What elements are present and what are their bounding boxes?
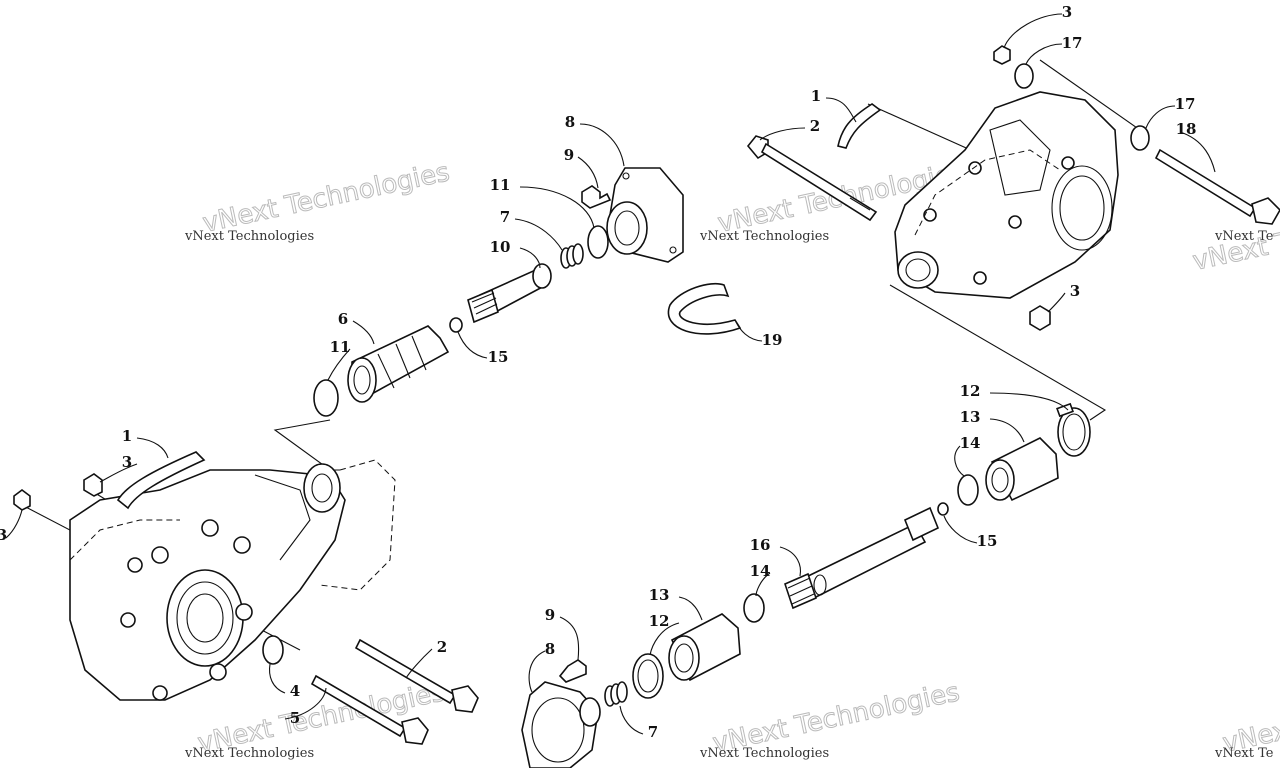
callout-2-30: 2 <box>437 638 447 656</box>
bolt-9-upper <box>581 185 612 209</box>
spring-upper <box>560 243 584 269</box>
callout-9-28: 9 <box>545 606 555 624</box>
clamp-14-lower <box>743 593 765 623</box>
callout-8-29: 8 <box>545 640 555 658</box>
callout-7-33: 7 <box>648 723 658 741</box>
callout-3-22: 3 <box>122 453 132 471</box>
nut-bottom <box>83 473 103 497</box>
callout-7-11: 7 <box>500 208 510 226</box>
callout-1-3: 1 <box>811 87 821 105</box>
boot-6 <box>347 325 450 403</box>
callout-6-13: 6 <box>338 310 348 328</box>
bolt-9-lower <box>558 659 587 683</box>
bolt-18 <box>1154 148 1280 225</box>
callout-16-24: 16 <box>750 536 771 554</box>
watermark-6-small: vNext Te <box>1214 746 1274 761</box>
callout-18-6: 18 <box>1176 120 1197 138</box>
clamp-12-lower <box>632 653 664 699</box>
flange-housing-lower <box>521 681 601 768</box>
callout-17-2: 17 <box>1062 34 1083 52</box>
o-ring-upper <box>587 225 609 259</box>
callout-5-32: 5 <box>290 709 300 727</box>
watermark-1-small: vNext Technologies <box>184 229 314 244</box>
flange-housing-upper <box>606 167 684 263</box>
callout-15-20: 15 <box>977 532 998 550</box>
leader-lines <box>5 13 1216 735</box>
callout-12-17: 12 <box>960 382 981 400</box>
callout-17-5: 17 <box>1175 95 1196 113</box>
bushing-right <box>1130 125 1150 151</box>
watermark-4-small: vNext Technologies <box>184 746 314 761</box>
callout-3-7: 3 <box>1070 282 1080 300</box>
long-bolt-top <box>746 135 878 222</box>
boot-13-right <box>985 437 1059 502</box>
vent-hose-bottom <box>116 451 206 510</box>
watermark-1-big: vNext Technologies <box>200 157 452 239</box>
hose-clip-19 <box>667 282 742 335</box>
callout-numbers: 3171217183891171061115191213141513316141… <box>0 3 1196 741</box>
callout-8-8: 8 <box>565 113 575 131</box>
callout-12-27: 12 <box>649 612 670 630</box>
bushing-4 <box>262 635 284 665</box>
pin-15-lower <box>937 502 949 516</box>
callout-19-16: 19 <box>762 331 783 349</box>
watermark-3-small: vNext Te <box>1214 229 1274 244</box>
vent-hose-top <box>837 103 882 149</box>
callout-2-4: 2 <box>810 117 820 135</box>
callout-1-21: 1 <box>122 427 132 445</box>
bushing-top <box>1014 63 1034 89</box>
callout-15-15: 15 <box>488 348 509 366</box>
clamp-12-right <box>1056 402 1091 457</box>
callout-4-31: 4 <box>290 682 300 700</box>
callout-14-25: 14 <box>750 562 771 580</box>
watermark-5: vNext Technologies vNext Technologies <box>699 677 963 761</box>
watermark-2-small: vNext Technologies <box>699 229 829 244</box>
callout-13-18: 13 <box>960 408 981 426</box>
spring-lower <box>604 681 628 707</box>
front-gearcase <box>69 459 396 701</box>
callout-10-12: 10 <box>490 238 511 256</box>
nut-top <box>993 45 1011 65</box>
boot-13-lower <box>668 613 741 682</box>
callout-11-10: 11 <box>490 176 511 194</box>
nut-far-left <box>13 489 31 511</box>
rear-gearcase <box>894 91 1119 299</box>
pin-15-upper <box>449 317 463 333</box>
watermark-6: vNext Technologies vNext Te <box>1214 677 1280 761</box>
nut-lower-right <box>1029 305 1051 331</box>
callout-14-19: 14 <box>960 434 981 452</box>
callout-13-26: 13 <box>649 586 670 604</box>
stub-shaft-10 <box>467 263 552 324</box>
bolt-5 <box>310 674 429 745</box>
drive-shaft-16 <box>784 506 940 610</box>
callout-9-9: 9 <box>564 146 574 164</box>
watermark-5-small: vNext Technologies <box>699 746 829 761</box>
watermark-4: vNext Technologies vNext Technologies <box>184 677 448 761</box>
clamp-14-right <box>957 474 979 506</box>
callout-3-1: 3 <box>1062 3 1072 21</box>
watermark-1: vNext Technologies vNext Technologies <box>184 157 453 244</box>
o-ring-lower <box>313 379 339 417</box>
long-bolt-bottom <box>354 638 479 713</box>
callout-11-14: 11 <box>330 338 351 356</box>
callout-3-23: 3 <box>0 526 7 544</box>
